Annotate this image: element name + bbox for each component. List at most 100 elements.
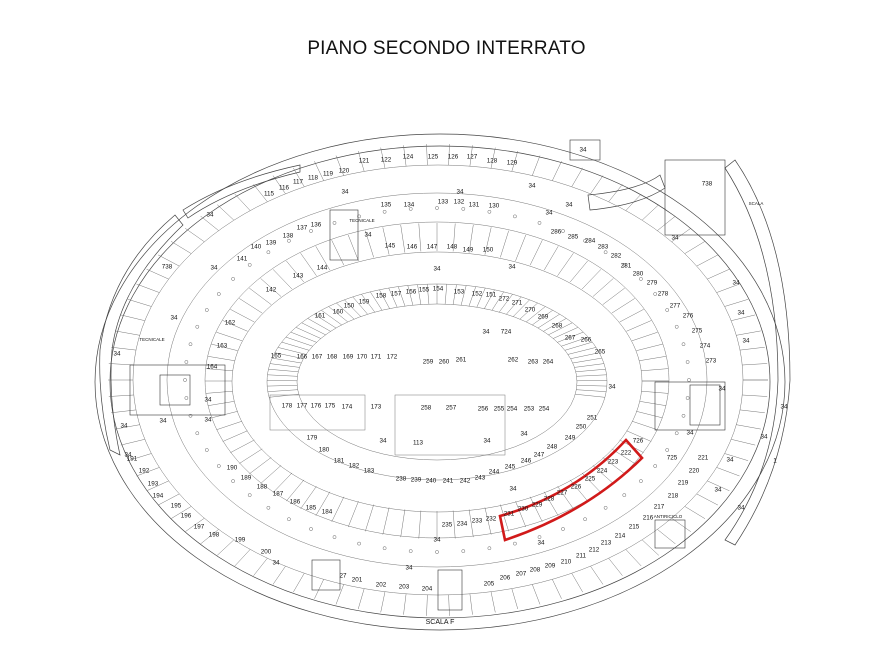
stall-divider [253,558,268,576]
stall-number-label: 34 [760,434,768,441]
north-east-ramp [587,174,666,211]
stall-number-label: 190 [227,465,238,472]
stall-number-label: 34 [210,265,218,272]
stall-divider [575,368,606,373]
stall-divider [290,331,317,343]
stall-number-label: 226 [571,484,582,491]
stall-divider [335,584,344,605]
stall-divider [552,161,562,181]
stall-number-label: 34 [608,384,616,391]
stall-number-label: 139 [266,240,277,247]
stall-divider [572,357,602,364]
stall-divider [631,331,658,342]
stall-number-label: 165 [271,353,282,360]
stall-number-label: 152 [472,291,483,298]
stall-divider [379,289,390,309]
stall-divider [569,260,588,283]
stall-divider [293,573,305,593]
stall-number-label: 1 [773,458,777,465]
stall-divider [331,240,345,266]
stall-divider [426,594,428,616]
stall-divider [641,539,659,556]
stall-divider [636,411,663,419]
stall-divider [314,161,324,181]
column-dot [184,360,189,364]
central-block-113 [394,394,506,456]
stall-number-label: 125 [428,154,439,161]
stall-number-label: 255 [494,406,505,413]
stall-number-label: 140 [251,244,262,251]
stall-divider [357,588,365,610]
column-dot [622,493,627,497]
stall-number-label: 119 [323,171,334,178]
stall-divider [361,294,376,313]
stall-number-label: 210 [561,559,572,566]
stall-number-label: 136 [311,222,322,229]
stall-number-label: 153 [454,289,465,296]
outer-wall-inner [109,145,771,619]
stall-number-label: 148 [447,244,458,251]
column-dot [487,546,492,551]
stall-divider [260,278,282,297]
stall-number-label: 257 [446,405,457,412]
stall-number-label: 207 [516,571,527,578]
stall-divider [571,573,583,593]
stall-number-label: 144 [317,265,328,272]
stall-divider [127,453,152,461]
stall-divider [170,241,192,254]
stall-number-label: 250 [576,424,587,431]
stall-divider [295,327,321,339]
stall-divider [347,234,359,261]
stall-number-label: 254 [539,406,550,413]
stall-number-label: 177 [297,403,308,410]
stall-divider [742,394,768,397]
stall-divider [511,150,519,172]
stall-number-label: 239 [411,477,422,484]
stall-divider [267,389,298,392]
stall-number-label: 216 [643,515,654,522]
stall-divider [671,517,691,532]
stall-number-label: 194 [153,493,164,500]
stall-divider [336,302,355,320]
stall-number-label: 232 [486,516,497,523]
stall-number-label: 197 [194,524,205,531]
stall-number-label: 241 [443,478,454,485]
stall-divider [468,224,474,253]
stall-divider [537,313,560,329]
stall-number-label: 117 [293,179,304,186]
stall-divider [157,254,180,267]
stall-number-label: 282 [611,253,622,260]
stall-number-label: 198 [209,532,220,539]
central-block-west [269,394,366,431]
stall-divider [684,506,706,519]
stall-divider [575,393,605,398]
stall-number-label: 157 [391,291,402,298]
stall-number-label: 34 [537,540,545,547]
stall-number-label: 738 [702,181,713,188]
stall-divider [602,287,625,305]
stall-number-label: 211 [576,553,587,560]
stall-number-label: 34 [272,560,280,567]
stall-number-label: 113 [413,440,424,447]
stall-number-label: 209 [545,563,556,570]
stall-divider [641,204,659,221]
stall-divider [608,558,623,576]
stall-number-label: 146 [407,244,418,251]
stall-number-label: 27 [339,573,347,580]
column-dot [537,535,542,539]
outer-wall [94,133,786,631]
stall-number-label: 274 [700,343,711,350]
stall-divider [526,306,546,323]
room-label: TECNICALE [349,218,374,223]
stall-divider [300,486,317,509]
stall-divider [552,579,562,599]
stall-number-label: 195 [171,503,182,510]
column-dot [332,221,337,225]
stall-number-label: 141 [237,256,248,263]
stall-number-label: 258 [421,405,432,412]
stall-number-label: 128 [487,158,498,165]
stall-divider [217,539,235,556]
stall-divider [707,268,730,280]
stair-west-inner [159,374,191,406]
